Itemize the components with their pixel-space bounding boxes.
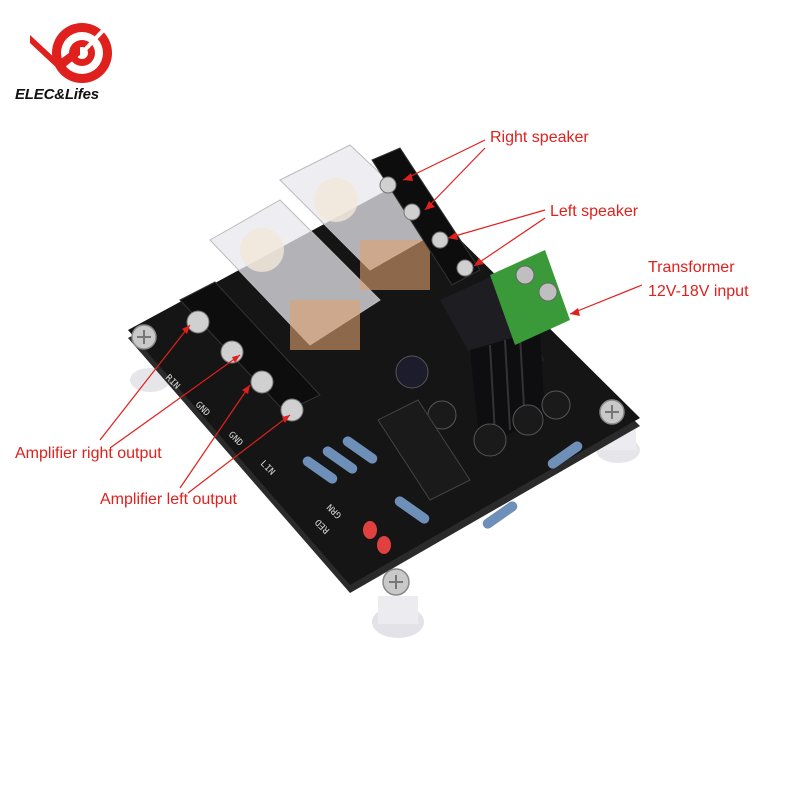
ic-chip <box>377 399 471 501</box>
label-amplifier-left-output: Amplifier left output <box>100 491 237 508</box>
resistors <box>302 436 583 529</box>
label-right-speaker: Right speaker <box>490 129 589 146</box>
label-amplifier-right-output: Amplifier right output <box>15 445 162 462</box>
label-left-speaker: Left speaker <box>550 203 639 220</box>
capacitors <box>395 355 571 457</box>
power-terminal <box>490 250 570 345</box>
status-leds <box>363 521 391 554</box>
label-transformer: Transformer <box>648 259 735 276</box>
standoff-feet <box>130 368 640 638</box>
speaker-terminal-block <box>371 147 481 286</box>
label-transformer-voltage: 12V-18V input <box>648 283 749 300</box>
mounting-screws <box>131 324 625 596</box>
brand-name: ELEC&Lifes <box>15 86 99 103</box>
input-terminal-block <box>179 281 321 422</box>
annotation-arrows <box>99 139 643 494</box>
relays <box>209 144 441 350</box>
brand-logo-icon <box>30 15 116 83</box>
